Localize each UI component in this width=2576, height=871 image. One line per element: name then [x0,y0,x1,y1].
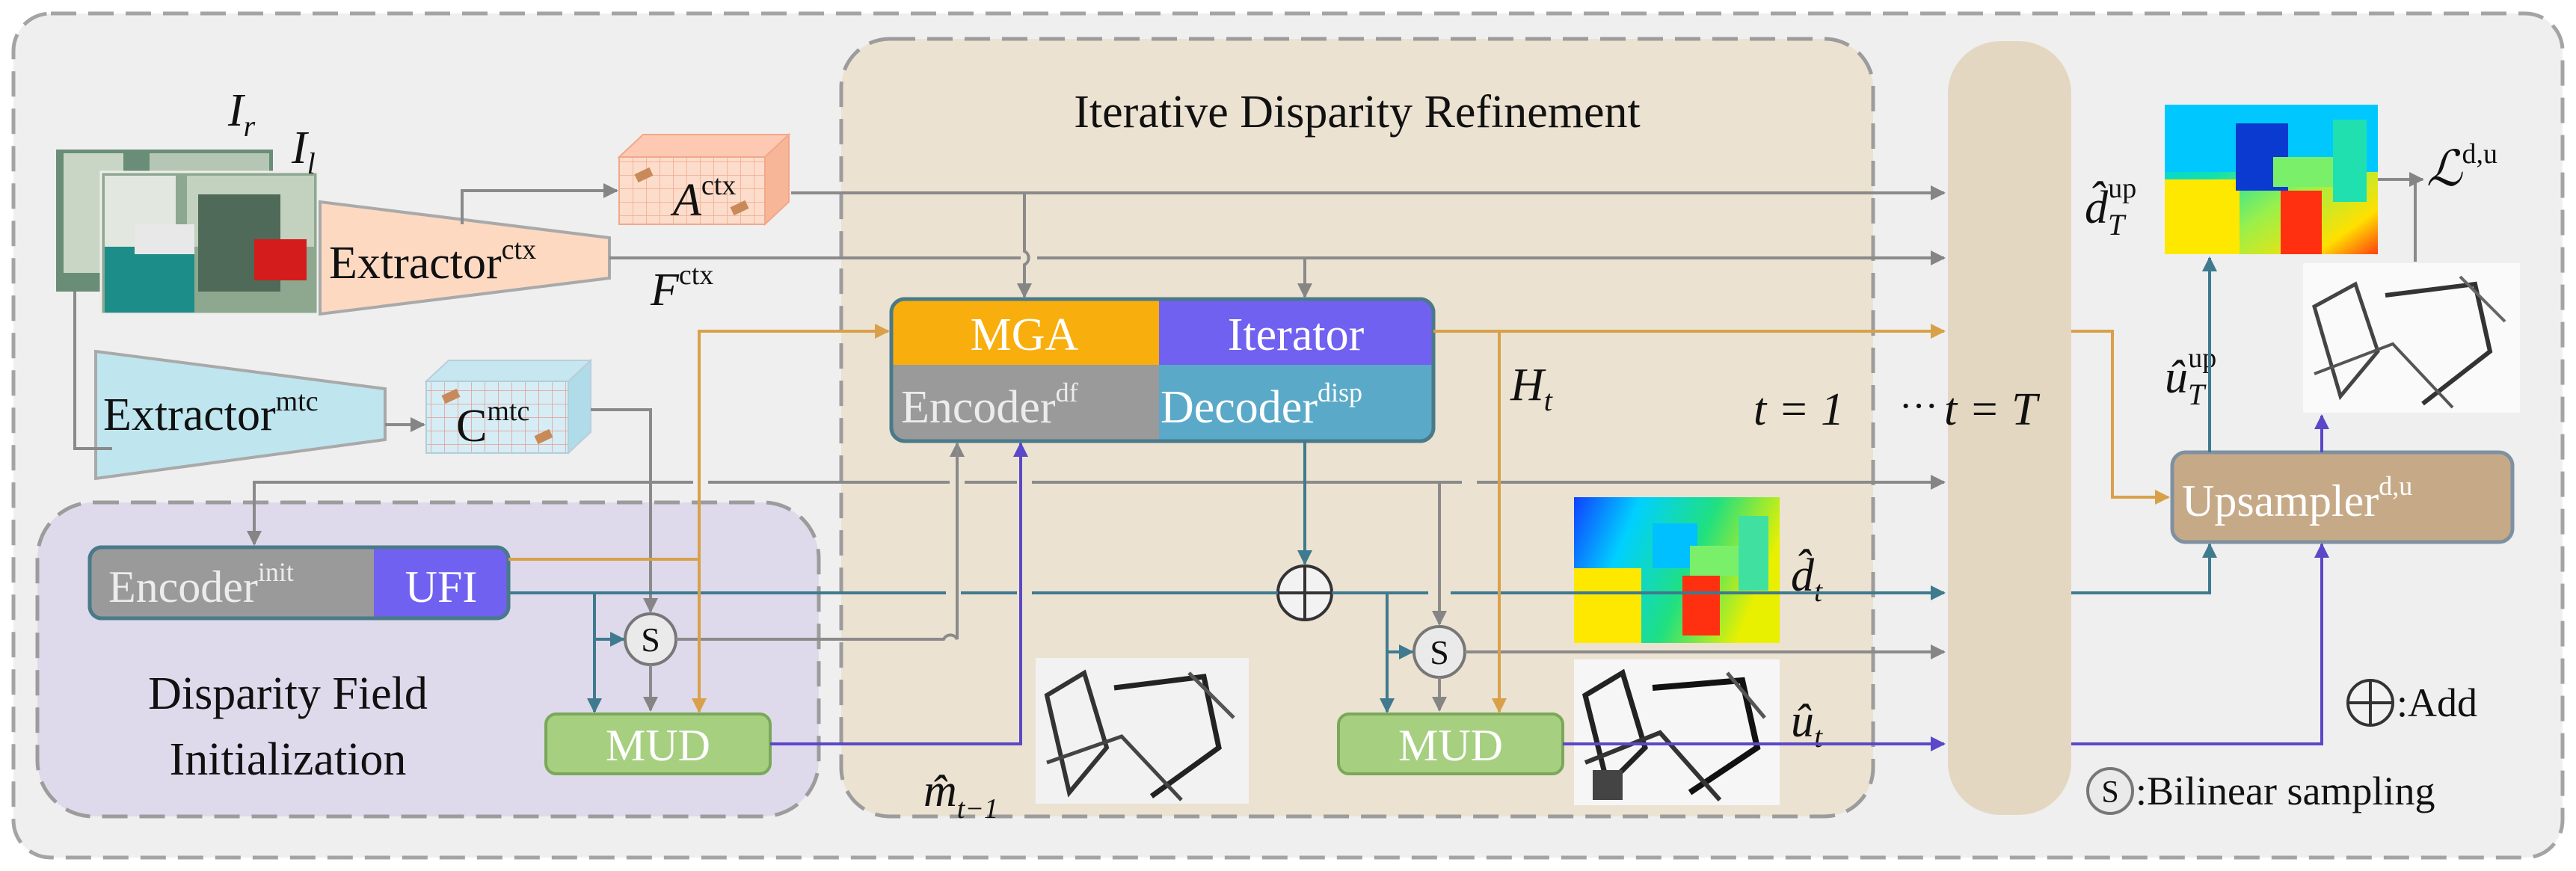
hidden-state-label: Ht [1510,360,1553,417]
init-encoder-block [87,545,511,621]
disparity-upsampled-label: d̂Tup [2085,173,2136,241]
add-node [1276,564,1333,621]
arrow-column-to-upsampler [2071,543,2217,594]
mask-m-image [1036,658,1249,804]
initialization-title-line2: Initialization [170,734,407,785]
arrow-images-to-mtc [73,292,112,450]
upsampler-block [2170,450,2515,544]
arrow-ctx-to-actx [461,183,618,224]
arrow-column-to-upsampler-h [2071,330,2170,505]
upsampler-label: Upsamplerd,u [2182,471,2412,526]
legend-sampling-letter: S [2101,775,2118,810]
init-encoder-label: Encoderinit [108,557,294,612]
arrow-actx-down-mga [1017,193,1032,298]
input-images [56,150,319,316]
iterator-label: Iterator [1228,310,1365,360]
refinement-title: Iterative Disparity Refinement [1074,87,1641,138]
arrow-cmtc-to-s1 [591,408,658,613]
encoder-df-label: Encoderdf [901,378,1078,433]
iteration-ellipsis: ··· [1899,385,1938,428]
uncertainty-map-t-image [1574,659,1780,805]
legend-sampling-label: :Bilinear sampling [2136,769,2435,813]
arrow-s1-right [676,443,959,641]
context-feature-a-label: Actx [670,170,736,226]
arrow-ufi-up-to-mga [698,324,890,559]
uncertainty-upsampled-image [2303,263,2520,413]
mask-m-label: m̂t−1 [923,766,998,825]
ufi-label: UFI [405,562,478,612]
loss-label: ℒd,u [2426,138,2497,197]
disparity-upsampled-image [2165,105,2378,254]
sampling-symbol-2: S [1430,633,1449,671]
matching-extractor [94,349,387,481]
arrow-mud1-to-encoder [770,442,1028,745]
mud-label-1: MUD [606,721,710,770]
disparity-map-t-image [1574,497,1780,643]
uncertainty-upsampled-label: ûTup [2165,342,2216,411]
context-extractor [319,200,611,316]
refinement-block [889,297,1436,443]
input-ir-label: Ir [227,85,256,143]
matching-cost-c-label: Cmtc [456,396,529,452]
iteration-t1-label: t = 1 [1753,384,1844,435]
decoder-disp-label: Decoderdisp [1161,378,1362,433]
context-extractor-label: Extractorctx [329,234,536,289]
iteration-column [1948,41,2071,815]
matching-cost-c-cube [424,358,593,455]
sampling-symbol-1: S [641,621,660,659]
initialization-title-line1: Disparity Field [148,668,428,719]
legend-add-symbol [2346,679,2394,727]
legend-sampling-symbol [2086,767,2134,815]
mga-label: MGA [971,310,1079,360]
input-il-label: Il [291,123,316,180]
arrow-column-to-upsampler-u [2071,543,2329,745]
legend-add-label: :Add [2397,680,2477,725]
mud-label-2: MUD [1398,721,1503,770]
matching-extractor-label: Extractormtc [103,386,319,440]
iteration-tT-label: t = T [1944,384,2041,435]
context-feature-f-label: Fctx [650,259,713,316]
context-feature-a-cube [617,132,791,227]
